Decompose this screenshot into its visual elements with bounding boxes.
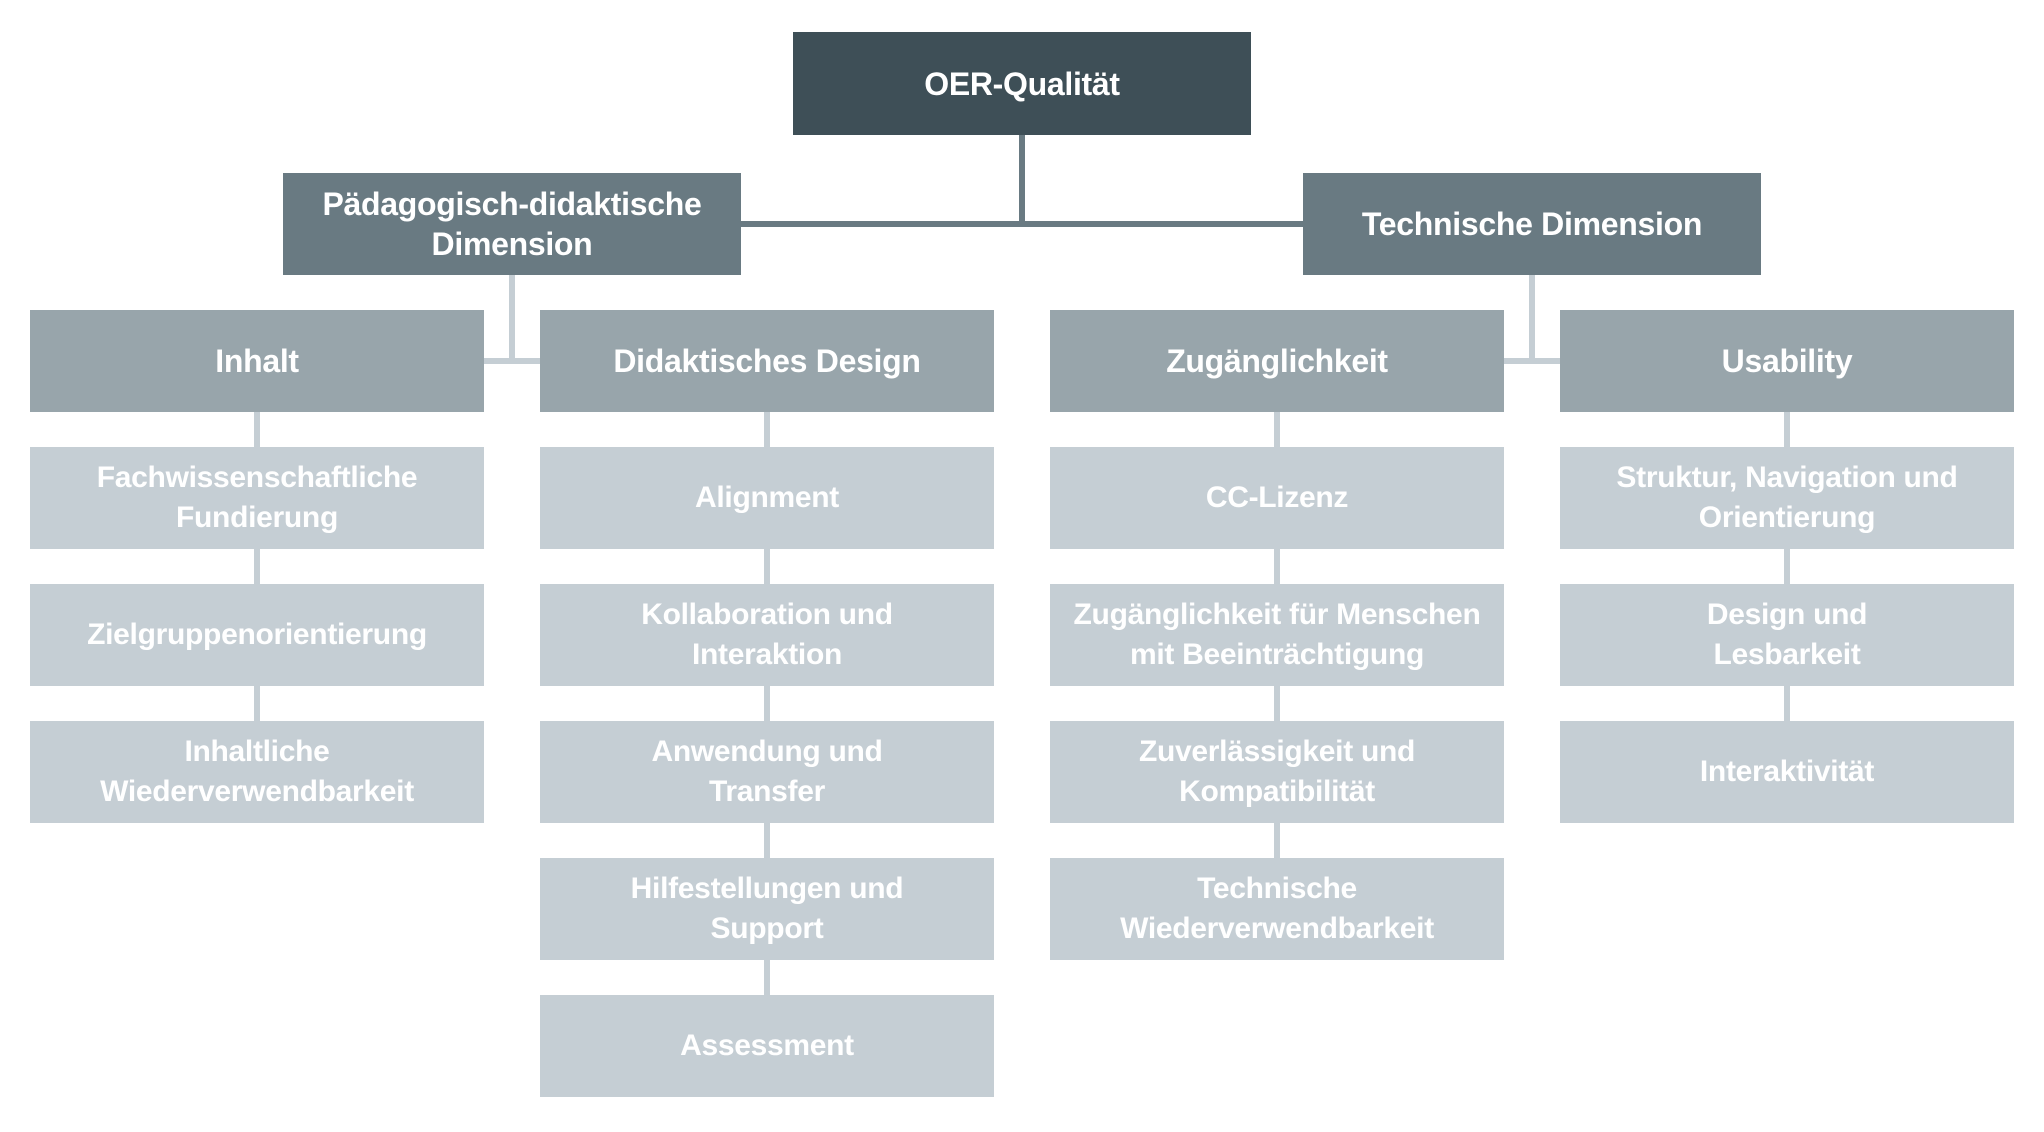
connector-col3 bbox=[1274, 823, 1280, 858]
item-node-fachwissenschaftliche-fundierung: Fachwissenschaftliche Fundierung bbox=[30, 447, 484, 549]
connector-dim2-stub bbox=[1504, 358, 1560, 364]
item-node-zuverlaessigkeit-kompatibilitaet: Zuverlässigkeit und Kompatibilität bbox=[1050, 721, 1504, 823]
connector-col2 bbox=[764, 412, 770, 447]
connector-col1 bbox=[254, 412, 260, 447]
connector-col2 bbox=[764, 549, 770, 584]
connector-col2 bbox=[764, 686, 770, 721]
connector-root-stem bbox=[1019, 135, 1025, 224]
item-node-hilfestellungen-und-support: Hilfestellungen und Support bbox=[540, 858, 994, 960]
connector-dim2-stem bbox=[1529, 275, 1535, 361]
connector-col1 bbox=[254, 549, 260, 584]
dimension-node-technisch: Technische Dimension bbox=[1303, 173, 1761, 275]
item-node-alignment: Alignment bbox=[540, 447, 994, 549]
item-node-cc-lizenz: CC-Lizenz bbox=[1050, 447, 1504, 549]
item-node-zugaenglichkeit-beeintraechtigung: Zugänglichkeit für Menschen mit Beeinträ… bbox=[1050, 584, 1504, 686]
connector-dim1-stub bbox=[484, 358, 540, 364]
item-node-technische-wiederverwendbarkeit: Technische Wiederverwendbarkeit bbox=[1050, 858, 1504, 960]
connector-col1 bbox=[254, 686, 260, 721]
item-node-anwendung-und-transfer: Anwendung und Transfer bbox=[540, 721, 994, 823]
item-node-zielgruppenorientierung: Zielgruppenorientierung bbox=[30, 584, 484, 686]
category-header-zugaenglichkeit: Zugänglichkeit bbox=[1050, 310, 1504, 412]
connector-dimensions-bar bbox=[741, 221, 1303, 227]
connector-col3 bbox=[1274, 686, 1280, 721]
category-header-didaktisches-design: Didaktisches Design bbox=[540, 310, 994, 412]
connector-col3 bbox=[1274, 412, 1280, 447]
root-node-oer-qualitaet: OER-Qualität bbox=[793, 32, 1251, 135]
category-header-usability: Usability bbox=[1560, 310, 2014, 412]
category-header-inhalt: Inhalt bbox=[30, 310, 484, 412]
connector-col4 bbox=[1784, 549, 1790, 584]
item-node-design-und-lesbarkeit: Design und Lesbarkeit bbox=[1560, 584, 2014, 686]
item-node-inhaltliche-wiederverwendbarkeit: Inhaltliche Wiederverwendbarkeit bbox=[30, 721, 484, 823]
connector-col4 bbox=[1784, 412, 1790, 447]
dimension-node-paedagogisch-didaktisch: Pädagogisch-didaktische Dimension bbox=[283, 173, 741, 275]
connector-dim1-stem bbox=[509, 275, 515, 361]
connector-col4 bbox=[1784, 686, 1790, 721]
connector-col3 bbox=[1274, 549, 1280, 584]
connector-col2 bbox=[764, 823, 770, 858]
item-node-assessment: Assessment bbox=[540, 995, 994, 1097]
connector-col2 bbox=[764, 960, 770, 995]
item-node-kollaboration-und-interaktion: Kollaboration und Interaktion bbox=[540, 584, 994, 686]
item-node-struktur-navigation-orientierung: Struktur, Navigation und Orientierung bbox=[1560, 447, 2014, 549]
item-node-interaktivitaet: Interaktivität bbox=[1560, 721, 2014, 823]
